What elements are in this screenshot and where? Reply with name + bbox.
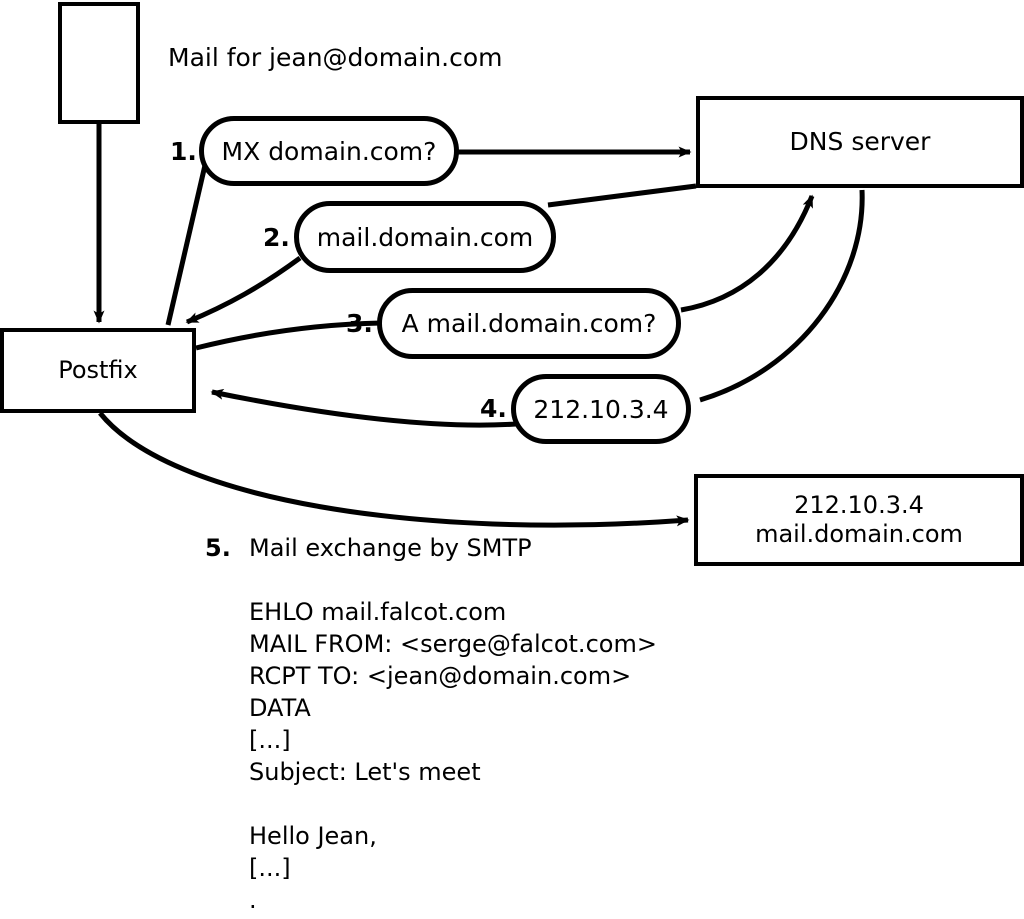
mail-server-ip: 212.10.3.4 (794, 490, 924, 519)
smtp-transcript-line: [...] (249, 854, 291, 882)
bubble-step-3: A mail.domain.com? (377, 288, 681, 359)
smtp-transcript-line: EHLO mail.falcot.com (249, 598, 507, 626)
arrow-bubble4-to-postfix (210, 388, 517, 428)
step-number-2: 2. (263, 223, 290, 252)
client-box (58, 2, 140, 124)
wire-dns-to-bubble4 (699, 189, 865, 403)
mail-for-caption: Mail for jean@domain.com (168, 43, 503, 72)
step-number-1: 1. (170, 137, 197, 166)
step-5-label: Mail exchange by SMTP (249, 534, 532, 562)
bubble-step-2: mail.domain.com (294, 201, 556, 273)
mail-server-hostname: mail.domain.com (755, 520, 963, 548)
postfix-box-label: Postfix (58, 355, 138, 384)
smtp-transcript-line: Hello Jean, (249, 822, 377, 850)
step-number-3: 3. (346, 309, 373, 338)
smtp-transcript-line (249, 788, 657, 820)
smtp-transcript-line: DATA (249, 694, 311, 722)
smtp-transcript-line: MAIL FROM: <serge@falcot.com> (249, 630, 657, 658)
step-number-4: 4. (480, 394, 507, 423)
smtp-transcript-line: . (249, 886, 257, 914)
wire-postfix-to-bubble3 (195, 320, 382, 351)
bubble-step-1: MX domain.com? (199, 116, 459, 186)
smtp-transcript-line: RCPT TO: <jean@domain.com> (249, 662, 632, 690)
arrow-bubble3-to-dns (680, 194, 815, 313)
bubble-step-4-label: 212.10.3.4 (533, 394, 669, 424)
dns-server-box: DNS server (696, 96, 1024, 188)
smtp-transcript-line: Subject: Let's meet (249, 758, 481, 786)
postfix-box: Postfix (0, 328, 196, 413)
smtp-transcript-line: [...] (249, 726, 291, 754)
bubble-step-2-label: mail.domain.com (316, 222, 534, 252)
step-number-5: 5. (205, 534, 231, 562)
mail-server-box: 212.10.3.4 mail.domain.com (694, 474, 1024, 566)
dns-server-label: DNS server (789, 126, 931, 156)
bubble-step-1-label: MX domain.com? (221, 136, 437, 166)
wire-dns-to-bubble2 (547, 183, 697, 208)
mail-server-lines: 212.10.3.4 mail.domain.com (755, 491, 963, 550)
arrow-postfix-to-mailserver (98, 411, 690, 528)
bubble-step-3-label: A mail.domain.com? (401, 309, 657, 338)
bubble-step-4: 212.10.3.4 (511, 374, 691, 444)
arrow-bubble2-to-postfix (185, 255, 302, 325)
